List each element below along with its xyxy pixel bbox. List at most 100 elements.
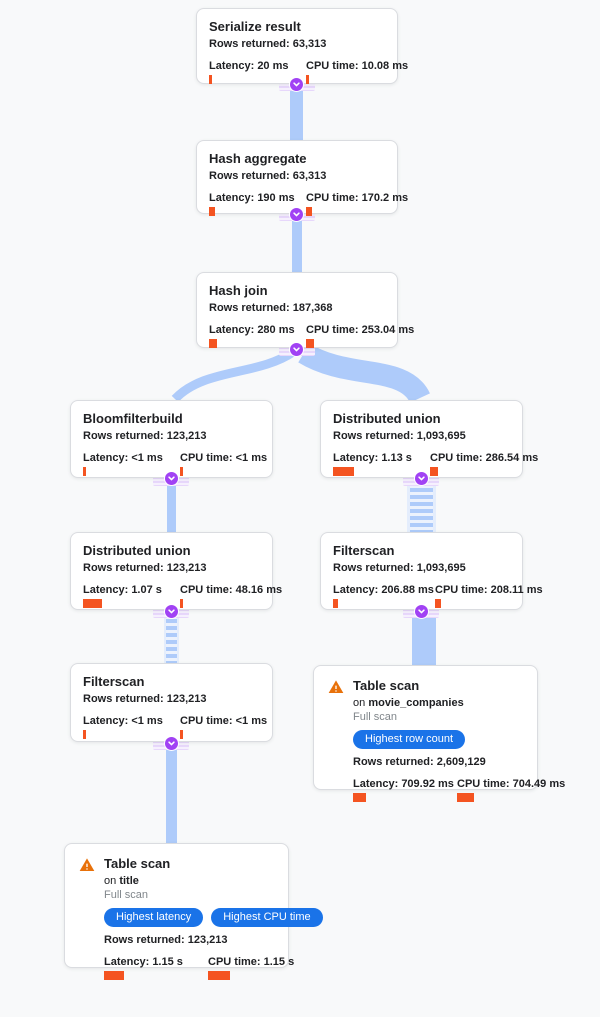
- plan-node-bloomfilterbuild[interactable]: Bloomfilterbuild Rows returned: 123,213 …: [70, 400, 273, 478]
- collapse-toggle-distunion-right[interactable]: [414, 471, 429, 486]
- cpu-metric: CPU time: <1 ms: [180, 715, 267, 739]
- cpu-bar: [208, 971, 230, 980]
- chevron-down-icon: [293, 212, 300, 217]
- collapse-toggle-serialize[interactable]: [289, 77, 304, 92]
- cpu-metric: CPU time: 208.11 ms: [435, 584, 543, 608]
- node-metrics: Latency: 709.92 ms CPU time: 704.49 ms: [353, 778, 565, 802]
- cpu-metric: CPU time: 704.49 ms: [457, 778, 565, 802]
- collapse-toggle-filterscan-left[interactable]: [164, 736, 179, 751]
- latency-metric: Latency: 190 ms: [209, 192, 306, 216]
- chevron-down-icon: [168, 741, 175, 746]
- collapse-toggle-distunion-left[interactable]: [164, 604, 179, 619]
- plan-node-filterscan-right[interactable]: Filterscan Rows returned: 1,093,695 Late…: [320, 532, 543, 610]
- latency-bar: [333, 467, 354, 476]
- cpu-bar: [435, 599, 441, 608]
- warning-icon: [79, 857, 95, 878]
- edge-distunion-filterscan-left: [166, 612, 177, 663]
- node-title: Bloomfilterbuild: [83, 411, 183, 426]
- cpu-metric: CPU time: <1 ms: [180, 452, 267, 476]
- collapse-toggle-bloom[interactable]: [164, 471, 179, 486]
- chevron-down-icon: [168, 609, 175, 614]
- cpu-bar: [180, 599, 183, 608]
- cpu-metric: CPU time: 170.2 ms: [306, 192, 408, 216]
- scan-target: on movie_companies: [353, 697, 464, 709]
- rows-returned: Rows returned: 187,368: [209, 302, 333, 314]
- node-metrics: Latency: 280 ms CPU time: 253.04 ms: [209, 324, 414, 348]
- rows-returned: Rows returned: 123,213: [83, 430, 207, 442]
- node-title: Serialize result: [209, 19, 301, 34]
- node-metrics: Latency: 190 ms CPU time: 170.2 ms: [209, 192, 408, 216]
- cpu-bar: [180, 467, 183, 476]
- cpu-bar: [306, 75, 309, 84]
- latency-bar: [104, 971, 124, 980]
- collapse-toggle-filterscan-right[interactable]: [414, 604, 429, 619]
- chevron-down-icon: [293, 347, 300, 352]
- badge-row: Highest row count: [353, 730, 523, 749]
- latency-bar: [83, 599, 102, 608]
- rows-returned: Rows returned: 1,093,695: [333, 562, 466, 574]
- node-title: Hash aggregate: [209, 151, 307, 166]
- edge-filterscan-tablescan-left: [166, 744, 177, 843]
- chevron-down-icon: [418, 609, 425, 614]
- node-title: Table scan: [353, 678, 420, 693]
- cpu-metric: CPU time: 48.16 ms: [180, 584, 282, 608]
- latency-metric: Latency: 1.07 s: [83, 584, 180, 608]
- plan-node-distributed-union-right[interactable]: Distributed union Rows returned: 1,093,6…: [320, 400, 538, 478]
- badge-row: Highest latency Highest CPU time: [104, 908, 323, 927]
- edge-hashagg-hashjoin: [292, 214, 302, 272]
- rows-returned: Rows returned: 63,313: [209, 170, 327, 182]
- latency-metric: Latency: 1.15 s: [104, 956, 208, 980]
- latency-metric: Latency: 206.88 ms: [333, 584, 435, 608]
- node-metrics: Latency: 20 ms CPU time: 10.08 ms: [209, 60, 408, 84]
- edge-hashjoin-bloom: [171, 348, 296, 403]
- latency-bar: [353, 793, 366, 802]
- cpu-metric: CPU time: 10.08 ms: [306, 60, 408, 84]
- node-title: Table scan: [104, 856, 171, 871]
- latency-metric: Latency: 280 ms: [209, 324, 306, 348]
- edge-distunion-filterscan-right: [410, 481, 433, 532]
- cpu-metric: CPU time: 286.54 ms: [430, 452, 538, 476]
- chevron-down-icon: [168, 476, 175, 481]
- cpu-bar: [306, 339, 314, 348]
- collapse-toggle-hashjoin[interactable]: [289, 342, 304, 357]
- cpu-bar: [306, 207, 312, 216]
- plan-node-distributed-union-left[interactable]: Distributed union Rows returned: 123,213…: [70, 532, 282, 610]
- chevron-down-icon: [293, 82, 300, 87]
- node-metrics: Latency: 1.13 s CPU time: 286.54 ms: [333, 452, 538, 476]
- edge-filterscan-tablescan-right: [412, 612, 436, 665]
- rows-returned: Rows returned: 123,213: [83, 693, 207, 705]
- plan-node-filterscan-left[interactable]: Filterscan Rows returned: 123,213 Latenc…: [70, 663, 273, 742]
- node-title: Filterscan: [333, 543, 395, 558]
- latency-bar: [333, 599, 338, 608]
- edge-hashjoin-distunion: [298, 343, 430, 404]
- latency-metric: Latency: <1 ms: [83, 715, 180, 739]
- plan-node-table-scan-movie-companies[interactable]: Table scan on movie_companies Full scan …: [313, 665, 565, 802]
- rows-returned: Rows returned: 1,093,695: [333, 430, 466, 442]
- cpu-bar: [457, 793, 474, 802]
- latency-bar: [209, 75, 212, 84]
- latency-metric: Latency: 1.13 s: [333, 452, 430, 476]
- node-metrics: Latency: <1 ms CPU time: <1 ms: [83, 715, 267, 739]
- warning-icon: [328, 679, 344, 700]
- cpu-bar: [180, 730, 183, 739]
- cpu-metric: CPU time: 253.04 ms: [306, 324, 414, 348]
- highest-cpu-time-badge: Highest CPU time: [211, 908, 323, 927]
- highest-row-count-badge: Highest row count: [353, 730, 466, 749]
- node-title: Hash join: [209, 283, 268, 298]
- plan-node-serialize-result[interactable]: Serialize result Rows returned: 63,313 L…: [196, 8, 408, 84]
- rows-returned: Rows returned: 2,609,129: [353, 756, 486, 768]
- edge-bloom-distunion: [167, 478, 176, 532]
- collapse-toggle-hashagg[interactable]: [289, 207, 304, 222]
- node-metrics: Latency: 206.88 ms CPU time: 208.11 ms: [333, 584, 543, 608]
- scan-type: Full scan: [353, 711, 398, 723]
- plan-node-hash-aggregate[interactable]: Hash aggregate Rows returned: 63,313 Lat…: [196, 140, 408, 216]
- cpu-metric: CPU time: 1.15 s: [208, 956, 294, 980]
- plan-node-table-scan-title[interactable]: Table scan on title Full scan Highest la…: [64, 843, 323, 980]
- node-metrics: Latency: <1 ms CPU time: <1 ms: [83, 452, 267, 476]
- plan-node-hash-join[interactable]: Hash join Rows returned: 187,368 Latency…: [196, 272, 414, 348]
- latency-bar: [83, 467, 86, 476]
- cpu-bar: [430, 467, 438, 476]
- edge-serialize-hashagg: [290, 84, 303, 140]
- rows-returned: Rows returned: 123,213: [83, 562, 207, 574]
